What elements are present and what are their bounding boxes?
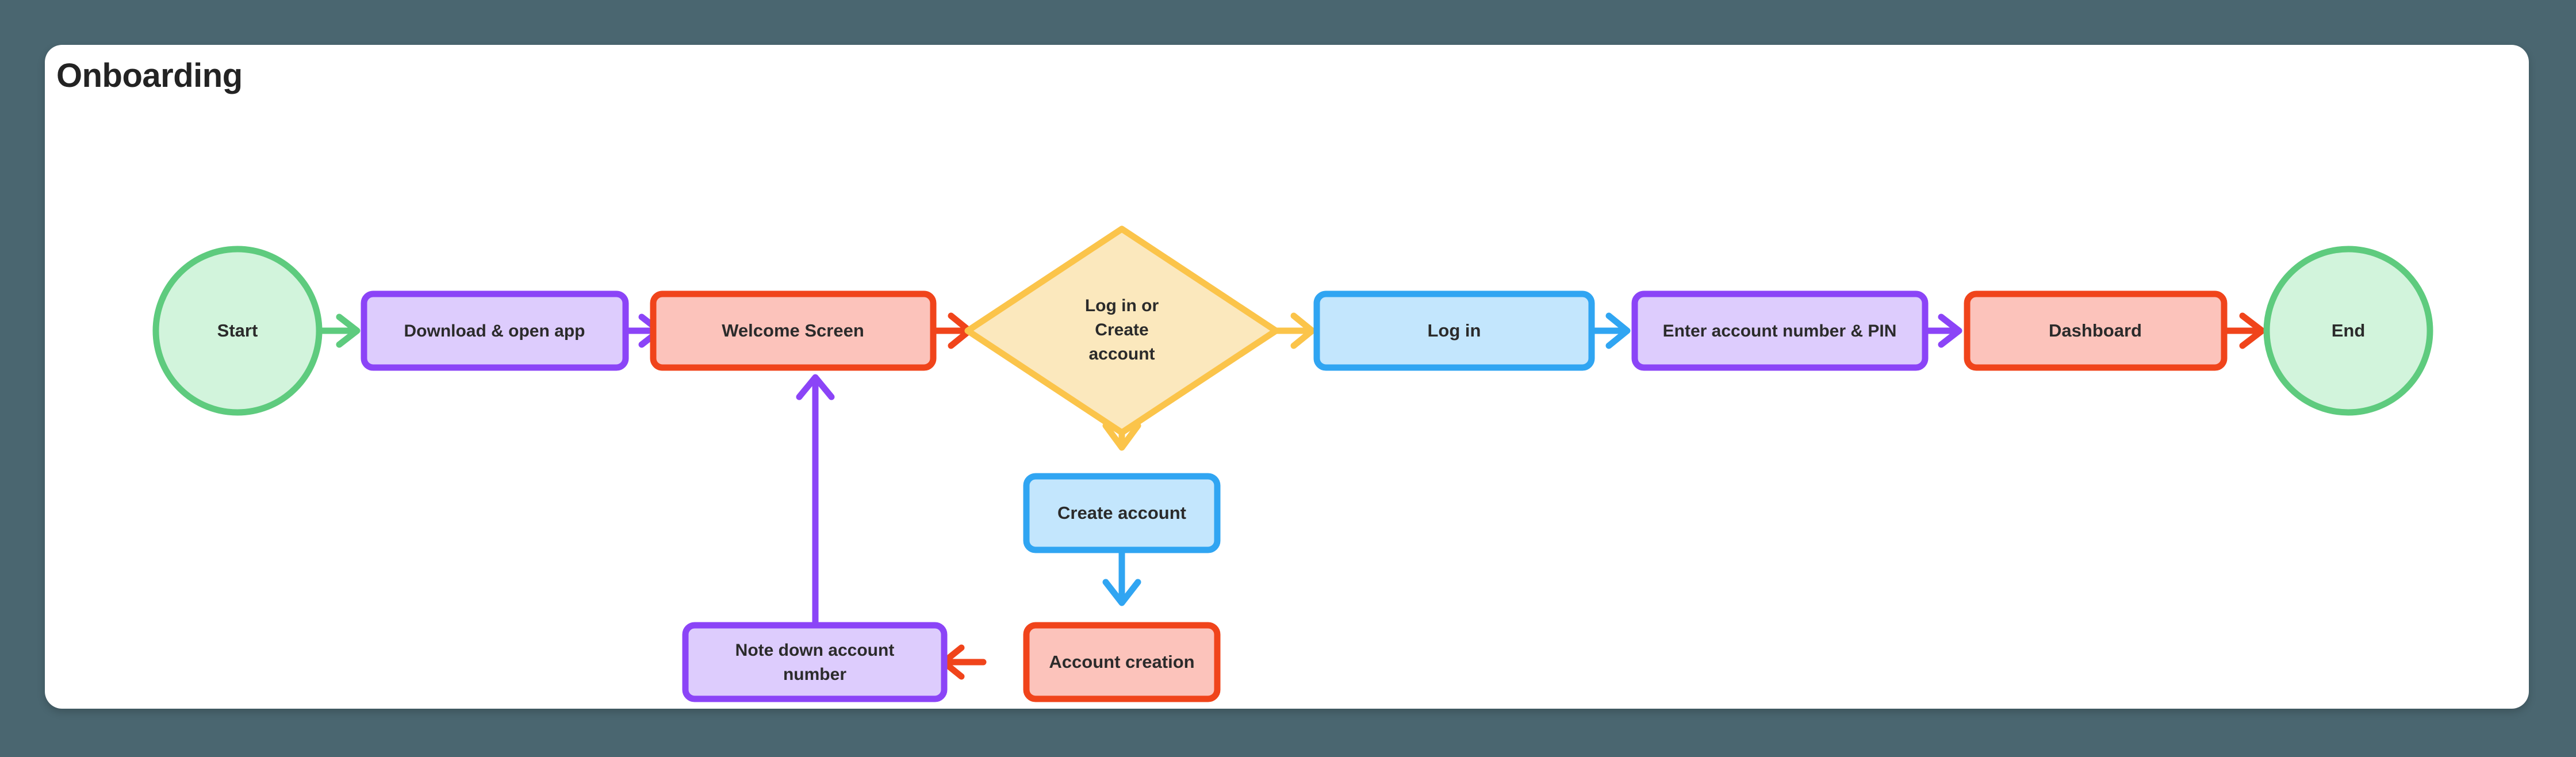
log-in-shape (1313, 290, 1595, 371)
node-welcome-screen[interactable]: Welcome Screen (650, 290, 937, 371)
note-down-account-number-shape (682, 622, 948, 702)
edge-create-account-to-account-creation (1102, 546, 1141, 606)
download-open-app-label: Download & open app (404, 322, 585, 341)
start-circle-shape (152, 246, 323, 416)
dashboard-shape (1964, 290, 2228, 371)
edge-enterpin-to-dashboard (1922, 313, 1962, 348)
note-down-label-line-1: Note down account (735, 641, 895, 660)
node-log-in[interactable]: Log in (1313, 290, 1595, 371)
node-account-creation[interactable]: Account creation (1023, 622, 1221, 702)
diagram-card: Start Download & open app Welcome Screen… (45, 45, 2529, 709)
decision-label-line-1: Log in or (1085, 296, 1159, 315)
end-label: End (2332, 320, 2366, 341)
node-start[interactable]: Start (152, 246, 323, 416)
start-label: Start (217, 320, 258, 341)
node-dashboard[interactable]: Dashboard (1964, 290, 2228, 371)
page-title: Onboarding (56, 57, 243, 94)
decision-diamond-shape (964, 225, 1279, 436)
node-end[interactable]: End (2263, 246, 2433, 416)
dashboard-label: Dashboard (2049, 320, 2142, 341)
enter-account-number-pin-shape (1631, 290, 1929, 371)
create-account-shape (1023, 473, 1221, 553)
welcome-screen-label: Welcome Screen (722, 320, 864, 341)
edge-login-to-enterpin (1588, 312, 1631, 349)
enter-account-number-pin-label: Enter account number & PIN (1663, 322, 1897, 341)
decision-label-line-2: Create (1095, 320, 1148, 339)
edge-account-creation-to-note-down (940, 644, 987, 680)
welcome-screen-shape (650, 290, 937, 371)
edge-note-down-to-welcome (796, 374, 835, 634)
edge-dashboard-to-end (2221, 312, 2266, 349)
create-account-label: Create account (1057, 503, 1186, 523)
node-login-or-create-decision[interactable]: Log in or Create account (964, 225, 1279, 436)
node-create-account[interactable]: Create account (1023, 473, 1221, 553)
node-download-open-app[interactable]: Download & open app (361, 290, 629, 371)
download-open-app-shape (361, 290, 629, 371)
account-creation-shape (1023, 622, 1221, 702)
end-circle-shape (2263, 246, 2433, 416)
account-creation-label: Account creation (1049, 652, 1194, 672)
log-in-label: Log in (1428, 320, 1481, 341)
edge-welcome-to-decision (930, 312, 973, 349)
edge-decision-to-login (1272, 312, 1316, 349)
note-down-label-line-2: number (783, 665, 846, 684)
decision-label-line-3: account (1088, 345, 1155, 364)
onboarding-flowchart[interactable]: Start Download & open app Welcome Screen… (45, 45, 2529, 709)
node-enter-account-number-pin[interactable]: Enter account number & PIN (1631, 290, 1929, 371)
node-note-down-account-number[interactable]: Note down account number (682, 622, 948, 702)
edge-start-to-download (315, 313, 361, 348)
